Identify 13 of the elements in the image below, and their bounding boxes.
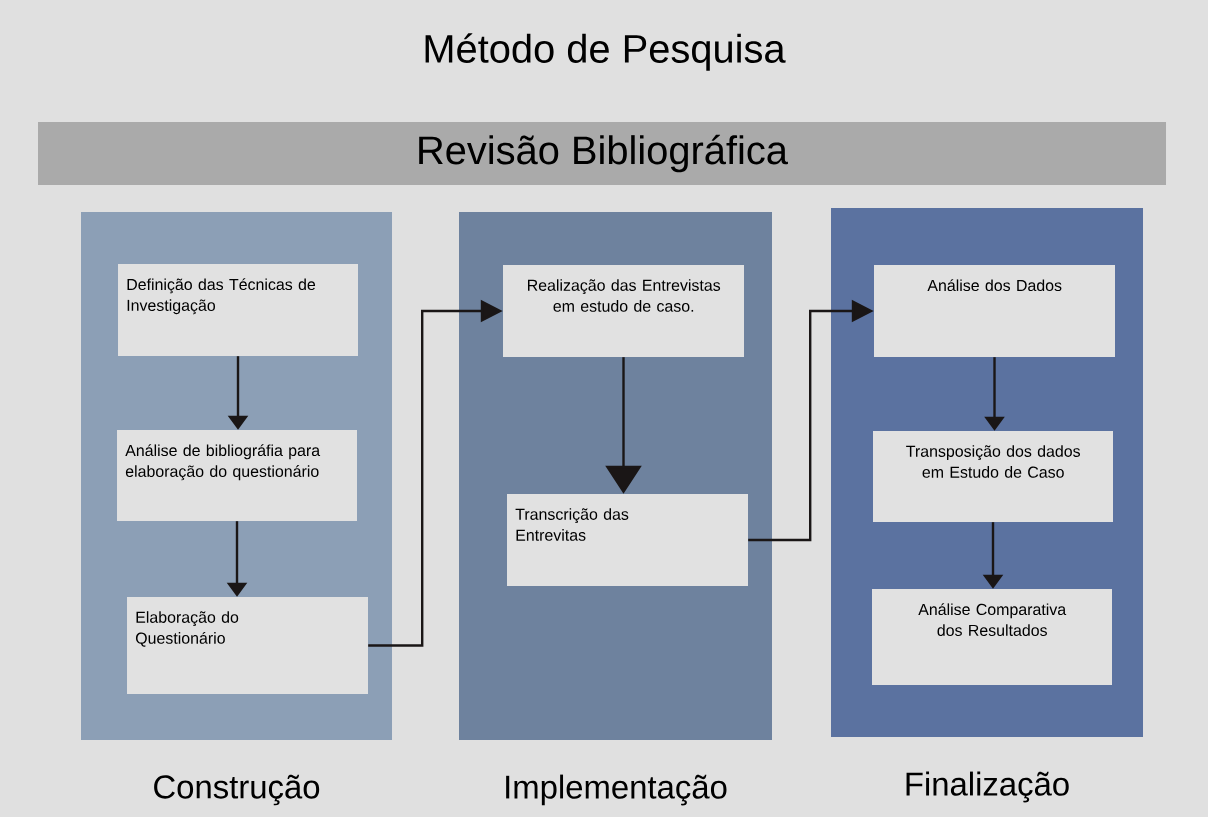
banner: Revisão Bibliográfica [38,122,1166,185]
process-box: Realização das Entrevistas em estudo de caso. [503,265,744,357]
stage-label: Finalização [906,771,1069,803]
stage-label: Implementação [506,774,727,806]
process-box: Elaboração do Questionário [127,597,368,694]
stage-label: Construção [154,774,320,806]
process-box: Transcrição das Entrevitas [507,494,748,586]
process-box: Análise dos Dados [874,265,1115,357]
process-box: Definição das Técnicas de Investigação [118,264,358,356]
title: Método de Pesquisa [425,33,786,71]
process-box: Transposição dos dados em Estudo de Caso [873,431,1113,522]
process-box: Análise Comparativa dos Resultados [872,589,1112,685]
process-box: Análise de bibliográfia para elaboração do questionário [117,430,357,521]
